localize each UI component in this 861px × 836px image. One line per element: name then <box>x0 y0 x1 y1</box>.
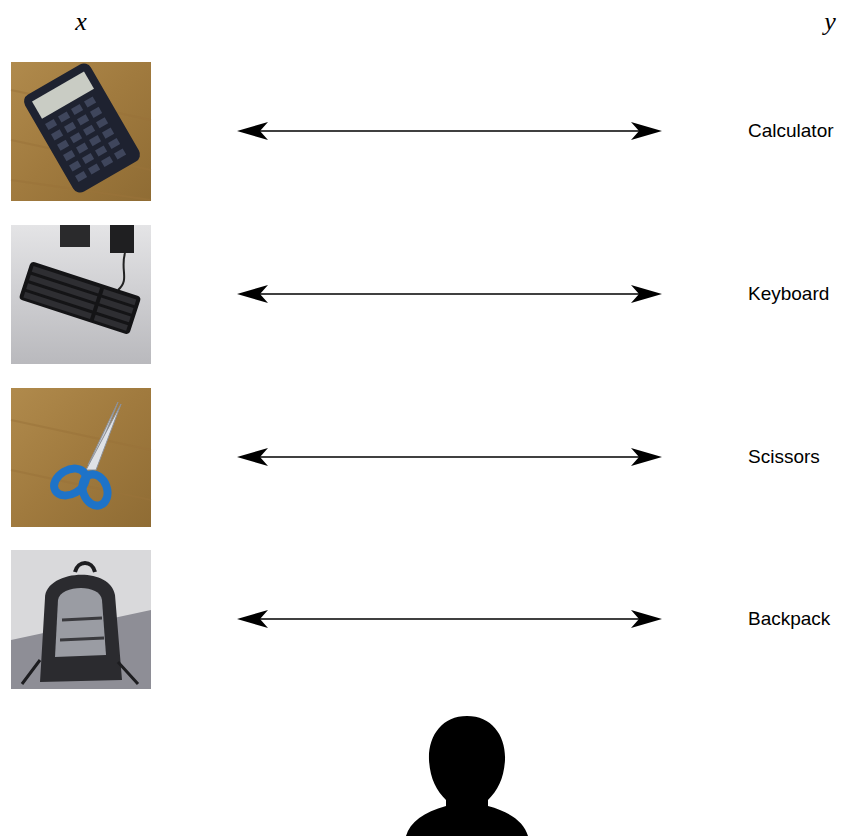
double-arrow <box>237 122 662 628</box>
backpack-photo <box>11 550 151 689</box>
scissors-photo <box>11 388 151 527</box>
calculator-photo <box>11 61 151 201</box>
keyboard-photo <box>11 225 151 364</box>
class-label: Scissors <box>748 446 820 468</box>
class-label: Calculator <box>748 120 834 142</box>
axis-label: y <box>824 7 836 37</box>
class-label: Backpack <box>748 608 830 630</box>
axis-label: x <box>75 7 87 37</box>
person-silhouette <box>406 716 528 836</box>
class-label: Keyboard <box>748 283 829 305</box>
